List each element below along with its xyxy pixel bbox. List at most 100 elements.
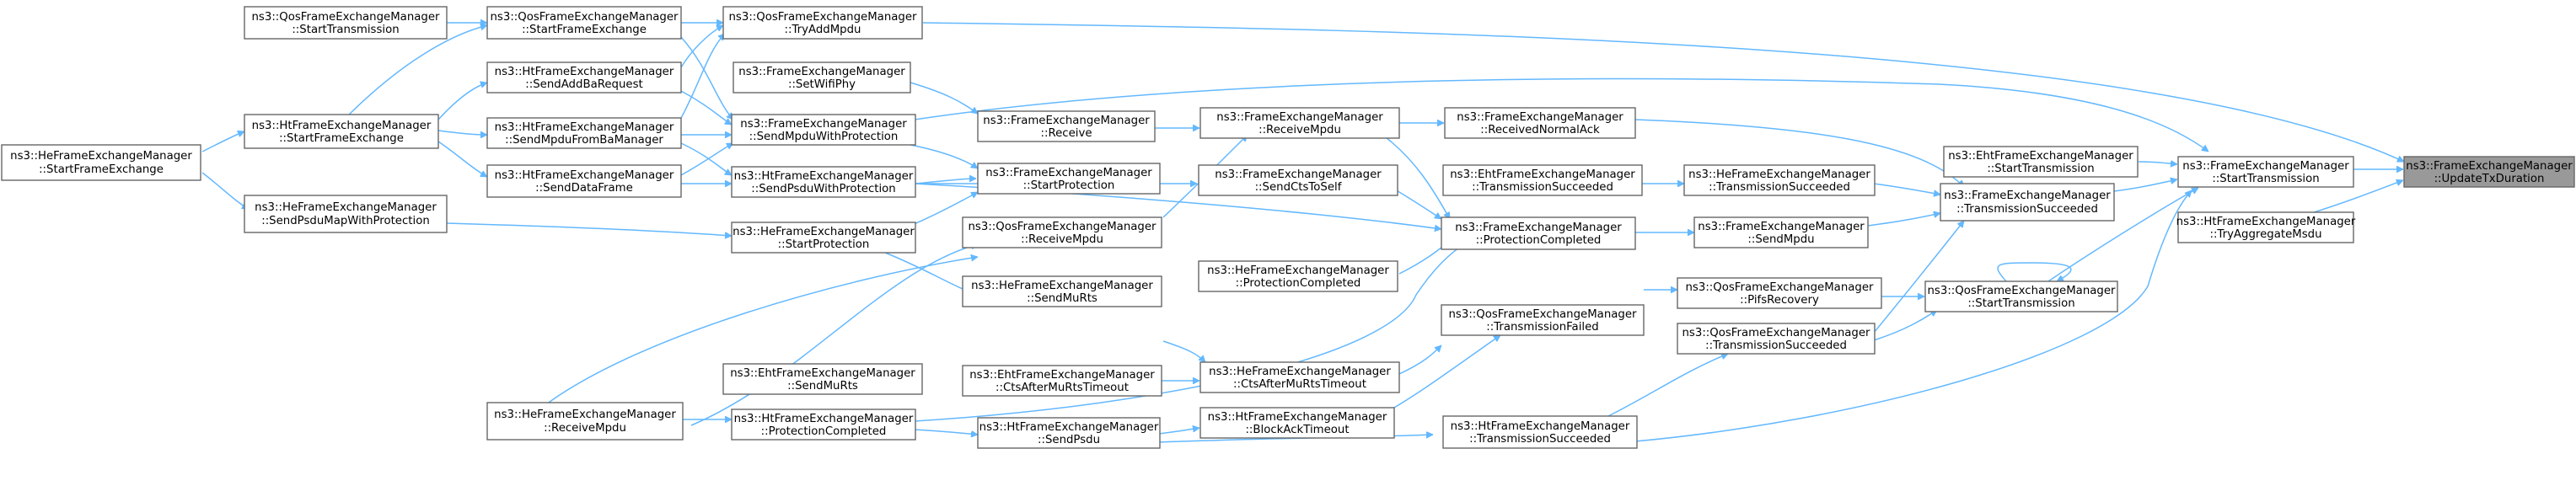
edge-fem_sendmpduprot-fem_startprot: [910, 144, 978, 169]
svg-text:ns3::HtFrameExchangeManager: ns3::HtFrameExchangeManager: [734, 413, 914, 425]
node-fem_recvack[interactable]: ns3::FrameExchangeManager ::ReceivedNorm…: [1444, 107, 1636, 139]
edge-ht_startfe-qos_startfe: [345, 25, 487, 119]
edge-qos_txsucc-qos_start: [1873, 309, 1937, 341]
node-he_startprot[interactable]: ns3::HeFrameExchangeManager ::StartProte…: [731, 222, 916, 254]
node-fem_receive[interactable]: ns3::FrameExchangeManager ::Receive: [977, 110, 1156, 142]
node-qos_pifs[interactable]: ns3::QosFrameExchangeManager ::PifsRecov…: [1677, 277, 1882, 309]
svg-text:::StartTransmission: ::StartTransmission: [1987, 163, 2094, 175]
edge-fem_recvmpdu-fem_protcomp: [1382, 134, 1451, 219]
svg-text:::ReceivedNormalAck: ::ReceivedNormalAck: [1480, 124, 1600, 136]
edge-ht_startfe-ht_senddata: [437, 141, 487, 178]
edge-he_startprot-fem_startprot: [910, 191, 978, 227]
node-fem_setphy[interactable]: ns3::FrameExchangeManager ::SetWifiPhy: [733, 61, 911, 93]
svg-text:ns3::EhtFrameExchangeManager: ns3::EhtFrameExchangeManager: [1948, 150, 2133, 163]
node-ht_protcomp[interactable]: ns3::HtFrameExchangeManager ::Protection…: [731, 409, 916, 441]
svg-text:::SendAddBaRequest: ::SendAddBaRequest: [525, 78, 642, 91]
node-ht_sendaddba[interactable]: ns3::HtFrameExchangeManager ::SendAddBaR…: [486, 61, 682, 93]
node-fem_recvmpdu[interactable]: ns3::FrameExchangeManager ::ReceiveMpdu: [1199, 107, 1400, 139]
edge-qos_txsucc-fem_txsucc: [1873, 221, 1965, 334]
edge-ht_startfe-ht_sendaddba: [437, 83, 487, 120]
edge-ht_sendpsdu-ht_blockack: [1158, 428, 1199, 435]
svg-text:::StartTransmission: ::StartTransmission: [1967, 297, 2074, 310]
svg-text:ns3::HtFrameExchangeManager: ns3::HtFrameExchangeManager: [2176, 216, 2356, 228]
edge-ht_tryagg-root: [2310, 180, 2403, 214]
node-he_protcomp[interactable]: ns3::HeFrameExchangeManager ::Protection…: [1198, 260, 1398, 292]
svg-text:ns3::HeFrameExchangeManager: ns3::HeFrameExchangeManager: [1688, 168, 1870, 181]
svg-text:ns3::HtFrameExchangeManager: ns3::HtFrameExchangeManager: [734, 170, 914, 183]
node-he_startfe[interactable]: ns3::HeFrameExchangeManager ::StartFrame…: [1, 144, 201, 181]
node-ht_startfe[interactable]: ns3::HtFrameExchangeManager ::StartFrame…: [244, 114, 439, 149]
svg-text:ns3::FrameExchangeManager: ns3::FrameExchangeManager: [1944, 190, 2111, 202]
node-fem_sendmpduprot[interactable]: ns3::FrameExchangeManager ::SendMpduWith…: [731, 114, 916, 146]
node-fem_start[interactable]: ns3::FrameExchangeManager ::StartTransmi…: [2177, 156, 2354, 188]
svg-text:ns3::EhtFrameExchangeManager: ns3::EhtFrameExchangeManager: [969, 369, 1155, 382]
svg-text:::StartFrameExchange: ::StartFrameExchange: [39, 163, 164, 176]
edge-qos_start-fem_start: [2047, 187, 2198, 282]
svg-text:::CtsAfterMuRtsTimeout: ::CtsAfterMuRtsTimeout: [996, 382, 1129, 394]
svg-text:::SendPsduMapWithProtection: ::SendPsduMapWithProtection: [261, 215, 430, 227]
svg-text:ns3::QosFrameExchangeManager: ns3::QosFrameExchangeManager: [491, 11, 679, 24]
node-qos_recvmpdu[interactable]: ns3::QosFrameExchangeManager ::ReceiveMp…: [962, 216, 1162, 248]
node-qos_tryadd[interactable]: ns3::QosFrameExchangeManager ::TryAddMpd…: [722, 6, 923, 40]
edge-fem_sendcts-fem_protcomp: [1394, 189, 1441, 220]
node-eht_sendmurts[interactable]: ns3::EhtFrameExchangeManager ::SendMuRts: [722, 363, 923, 395]
node-he_sendpsdumap[interactable]: ns3::HeFrameExchangeManager ::SendPsduMa…: [244, 195, 448, 233]
node-eht_ctsmurts[interactable]: ns3::EhtFrameExchangeManager ::CtsAfterM…: [962, 365, 1162, 397]
node-fem_protcomp[interactable]: ns3::FrameExchangeManager ::ProtectionCo…: [1441, 216, 1636, 250]
svg-text:ns3::FrameExchangeManager: ns3::FrameExchangeManager: [1698, 221, 1865, 233]
node-fem_sendmpdu[interactable]: ns3::FrameExchangeManager ::SendMpdu: [1693, 216, 1869, 248]
svg-text:::TransmissionSucceeded: ::TransmissionSucceeded: [1469, 433, 1611, 446]
node-ht_sendpsduprot[interactable]: ns3::HtFrameExchangeManager ::SendPsduWi…: [731, 166, 916, 198]
edge-ht_startfe-ht_sendmpdufromba: [437, 130, 487, 135]
node-fem_startprot[interactable]: ns3::FrameExchangeManager ::StartProtect…: [977, 163, 1161, 195]
svg-text:::UpdateTxDuration: ::UpdateTxDuration: [2434, 173, 2545, 185]
svg-text:::ProtectionCompleted: ::ProtectionCompleted: [1476, 234, 1602, 247]
edge-ht_blockack-qos_txfail: [1382, 334, 1500, 415]
node-qos_txsucc[interactable]: ns3::QosFrameExchangeManager ::Transmiss…: [1677, 323, 1876, 355]
edge-he_sendmurts-he_ctsmurts: [1162, 340, 1205, 362]
svg-text:ns3::HtFrameExchangeManager: ns3::HtFrameExchangeManager: [495, 121, 674, 134]
node-fem_sendcts[interactable]: ns3::FrameExchangeManager ::SendCtsToSel…: [1198, 164, 1398, 196]
svg-text:ns3::FrameExchangeManager: ns3::FrameExchangeManager: [985, 167, 1152, 179]
node-qos_txfail[interactable]: ns3::QosFrameExchangeManager ::Transmiss…: [1441, 304, 1645, 336]
svg-text:ns3::HeFrameExchangeManager: ns3::HeFrameExchangeManager: [1209, 366, 1391, 378]
node-ht_tryagg[interactable]: ns3::HtFrameExchangeManager ::TryAggrega…: [2176, 211, 2356, 243]
node-ht_txsucc[interactable]: ns3::HtFrameExchangeManager ::Transmissi…: [1442, 415, 1638, 449]
edge-fem_sendmpduprot-fem_start: [914, 77, 2208, 152]
svg-text:ns3::HeFrameExchangeManager: ns3::HeFrameExchangeManager: [1207, 264, 1389, 277]
node-qos_start_left[interactable]: ns3::QosFrameExchangeManager ::StartTran…: [244, 6, 448, 40]
edge-he_txsucc-fem_txsucc: [1873, 183, 1940, 195]
node-qos_start[interactable]: ns3::QosFrameExchangeManager ::StartTran…: [1924, 280, 2118, 312]
node-he_recvmpdu[interactable]: ns3::HeFrameExchangeManager ::ReceiveMpd…: [486, 402, 684, 441]
edge-ht_sendmpdufromba-qos_tryadd: [680, 34, 725, 119]
svg-text:::ProtectionCompleted: ::ProtectionCompleted: [761, 425, 887, 438]
svg-text:::Receive: ::Receive: [1040, 127, 1092, 140]
node-fem_txsucc[interactable]: ns3::FrameExchangeManager ::Transmission…: [1940, 183, 2115, 222]
svg-text:::PifsRecovery: ::PifsRecovery: [1740, 294, 1819, 307]
svg-text:ns3::FrameExchangeManager: ns3::FrameExchangeManager: [2406, 160, 2573, 173]
svg-text:::TransmissionSucceeded: ::TransmissionSucceeded: [1956, 203, 2098, 216]
node-eht_start[interactable]: ns3::EhtFrameExchangeManager ::StartTran…: [1943, 146, 2139, 178]
node-ht_sendpsdu[interactable]: ns3::HtFrameExchangeManager ::SendPsdu: [977, 417, 1161, 449]
svg-text:ns3::FrameExchangeManager: ns3::FrameExchangeManager: [1457, 111, 1623, 124]
svg-text:ns3::HtFrameExchangeManager: ns3::HtFrameExchangeManager: [252, 120, 432, 132]
svg-text:::StartFrameExchange: ::StartFrameExchange: [279, 132, 404, 145]
svg-text:ns3::QosFrameExchangeManager: ns3::QosFrameExchangeManager: [1686, 281, 1875, 294]
svg-text:::SendCtsToSelf: ::SendCtsToSelf: [1255, 181, 1342, 194]
node-qos_startfe[interactable]: ns3::QosFrameExchangeManager ::StartFram…: [486, 6, 682, 40]
node-root[interactable]: ns3::FrameExchangeManager ::UpdateTxDura…: [2403, 156, 2575, 188]
svg-text:ns3::HtFrameExchangeManager: ns3::HtFrameExchangeManager: [495, 66, 674, 78]
node-he_txsucc[interactable]: ns3::HeFrameExchangeManager ::Transmissi…: [1683, 164, 1876, 196]
edge-he_startfe-he_sendpsdumap: [201, 172, 249, 210]
node-ht_senddata[interactable]: ns3::HtFrameExchangeManager ::SendDataFr…: [486, 164, 682, 198]
edge-ht_sendpsduprot-fem_startprot: [914, 179, 976, 184]
svg-text:ns3::FrameExchangeManager: ns3::FrameExchangeManager: [1215, 168, 1382, 181]
node-ht_blockack[interactable]: ns3::HtFrameExchangeManager ::BlockAckTi…: [1199, 407, 1395, 439]
svg-text:ns3::QosFrameExchangeManager: ns3::QosFrameExchangeManager: [1682, 327, 1871, 339]
node-eht_txsucc[interactable]: ns3::EhtFrameExchangeManager ::Transmiss…: [1442, 164, 1643, 196]
svg-text:ns3::HtFrameExchangeManager: ns3::HtFrameExchangeManager: [495, 169, 674, 182]
node-he_sendmurts[interactable]: ns3::HeFrameExchangeManager ::SendMuRts: [962, 275, 1162, 307]
svg-text:ns3::EhtFrameExchangeManager: ns3::EhtFrameExchangeManager: [730, 367, 915, 380]
node-he_ctsmurts[interactable]: ns3::HeFrameExchangeManager ::CtsAfterMu…: [1199, 361, 1400, 393]
node-ht_sendmpdufromba[interactable]: ns3::HtFrameExchangeManager ::SendMpduFr…: [486, 117, 682, 149]
